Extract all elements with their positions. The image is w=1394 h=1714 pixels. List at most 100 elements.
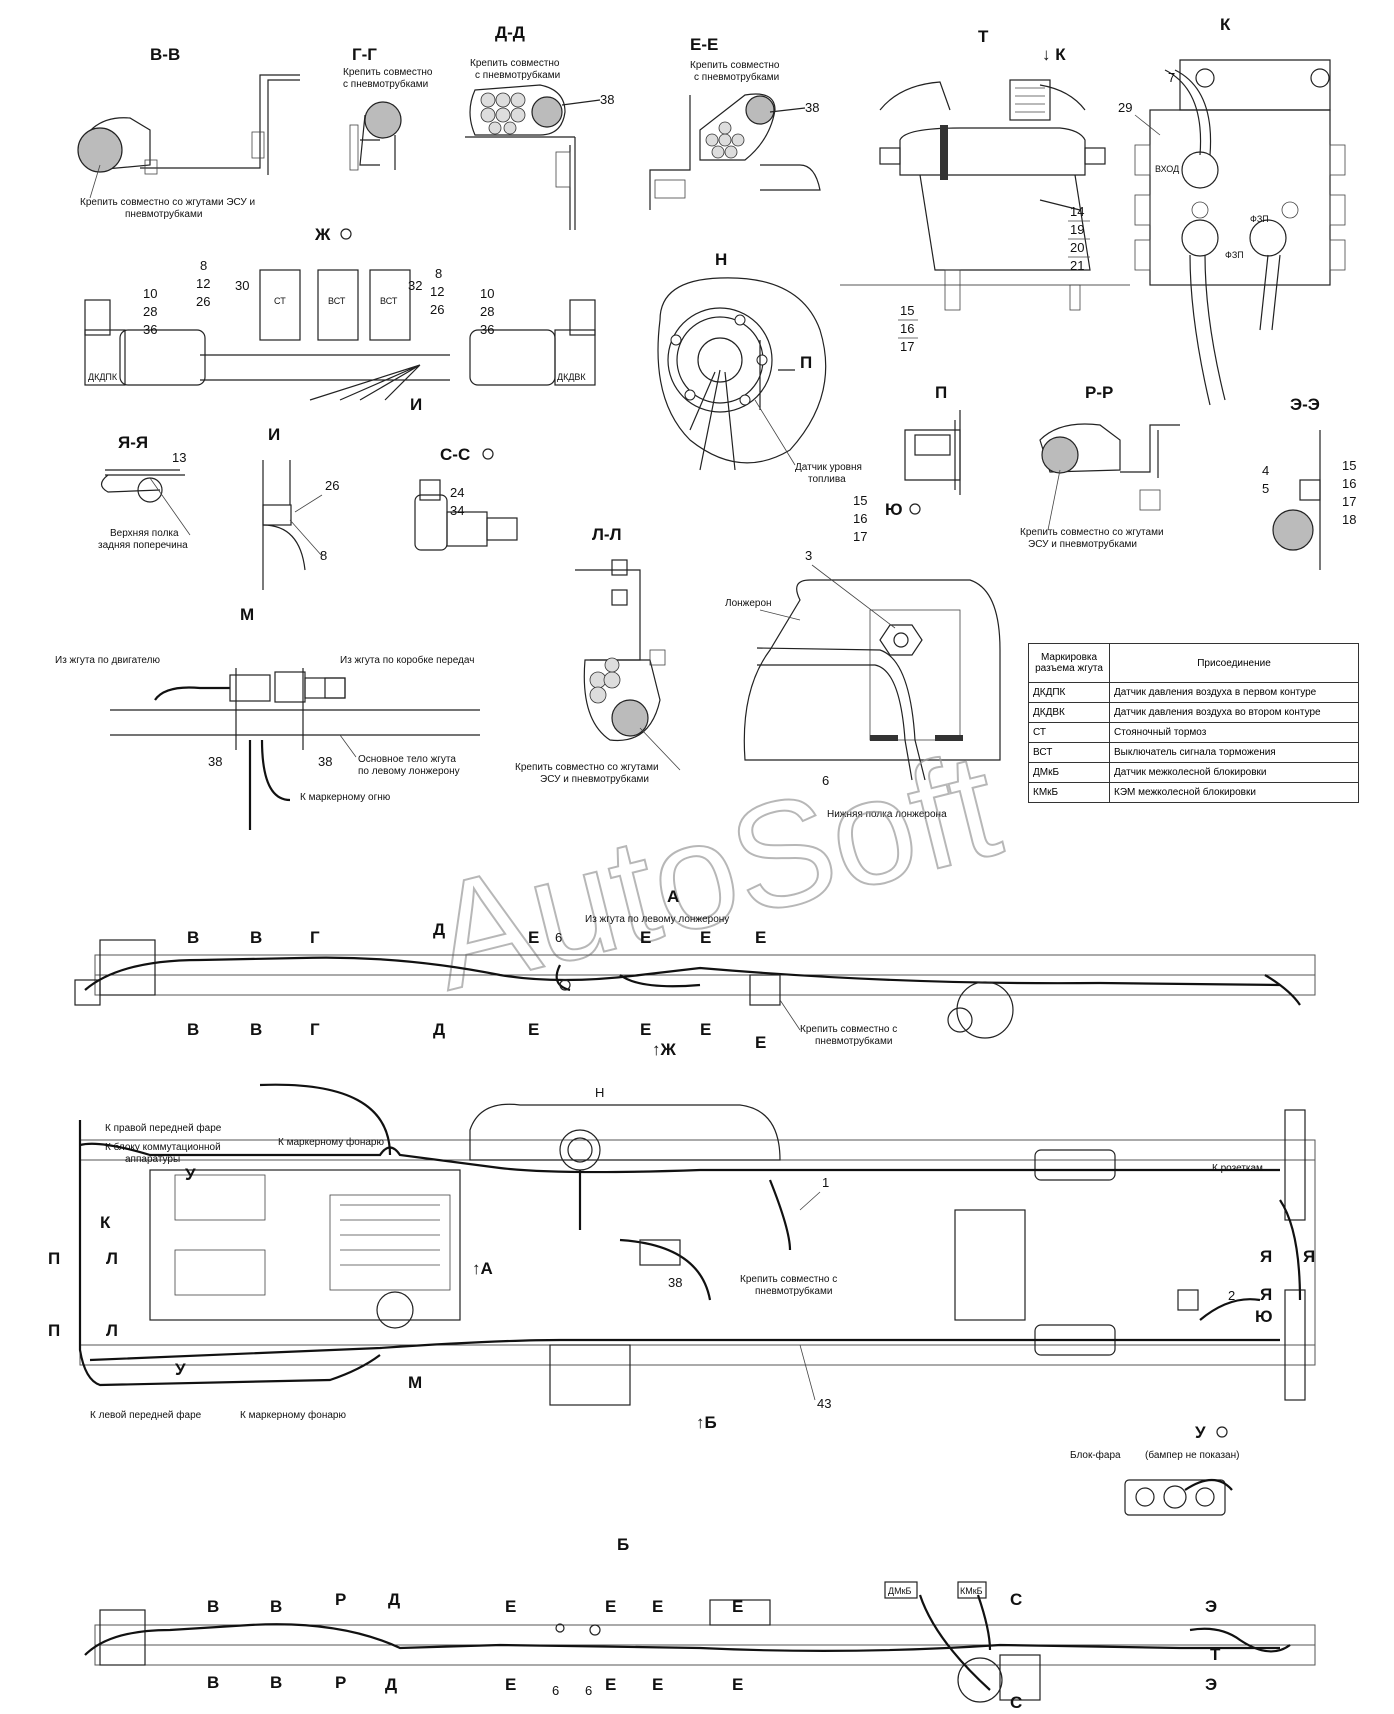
note-to-marker: К маркерному огню — [300, 792, 391, 803]
note-fix-pneumo-side: Крепить совместно с — [800, 1024, 897, 1035]
section-ll: Л-Л Крепить совместно со жгутами ЭСУ и п… — [515, 525, 681, 785]
label-entry: ВХОД — [1155, 164, 1179, 174]
vl-b-v1: В — [207, 1597, 219, 1616]
vl-b-e7: Е — [652, 1675, 663, 1694]
legend-header-connection: Присоединение — [1109, 643, 1359, 683]
vl-d2: Д — [433, 1020, 445, 1039]
callout-36-r: 36 — [480, 322, 494, 337]
callout-17-ee: 17 — [1342, 494, 1356, 509]
vl-e5: Е — [528, 1020, 539, 1039]
vl-b-r1: Р — [335, 1590, 346, 1609]
section-title-ll: Л-Л — [592, 525, 622, 544]
vl-g1: Г — [310, 928, 320, 947]
section-title-zh: Ж — [314, 225, 331, 244]
vl-e1: Е — [528, 928, 539, 947]
vl-b-r2: Р — [335, 1673, 346, 1692]
callout-4: 4 — [1262, 463, 1269, 478]
callout-26-r: 26 — [430, 302, 444, 317]
callout-15-ee: 15 — [1342, 458, 1356, 473]
vl-g2: Г — [310, 1020, 320, 1039]
callout-17-yu: 17 — [853, 529, 867, 544]
section-title-m: М — [240, 605, 254, 624]
section-title-k: К — [1220, 15, 1231, 34]
callout-38-top: 38 — [668, 1275, 682, 1290]
callout-6-side: 6 — [555, 930, 562, 945]
note-block-headlight: Блок-фара — [1070, 1449, 1121, 1461]
note-fix-pneumo-side-2: пневмотрубками — [815, 1035, 892, 1047]
callout-6-yu: 6 — [822, 773, 829, 788]
note-to-marker-lamp-top: К маркерному фонарю — [278, 1136, 384, 1148]
vl-v1: В — [187, 928, 199, 947]
label-fzp-1: ФЗП — [1250, 214, 1269, 224]
section-ss: С-С 24 34 — [414, 445, 518, 551]
section-arrow-k: ↓ К — [1042, 45, 1066, 64]
vl-e4: Е — [755, 928, 766, 947]
vl-e8: Е — [755, 1033, 766, 1052]
tag-vst-1: ВСТ — [328, 296, 346, 306]
note-fix-esu-vv: Крепить совместно со жгутами ЭСУ и — [80, 197, 255, 208]
note-main-body: Основное тело жгута — [358, 754, 456, 765]
vl-p-1: П — [48, 1249, 60, 1268]
section-gg: Г-Г Крепить совместно с пневмотрубками — [343, 45, 433, 171]
side-view-upper: А Из жгута по левому лонжерону Крепить с… — [74, 887, 1316, 1059]
section-yu: Ю 15 16 17 3 Лонжерон 6 Нижняя полка лон… — [725, 493, 1001, 820]
vl-m-top: М — [408, 1373, 422, 1392]
callout-7: 7 — [1168, 70, 1175, 85]
vl-v3: В — [187, 1020, 199, 1039]
note-fix-ee: Крепить совместно — [690, 60, 780, 71]
legend-code: ДКДВК — [1028, 702, 1110, 723]
note-fix-esu-vv-2: пневмотрубками — [125, 208, 202, 220]
vl-b-v4: В — [270, 1673, 282, 1692]
vl-p-2: П — [48, 1321, 60, 1340]
note-fix-ee-2: с пневмотрубками — [694, 71, 779, 83]
vl-v4: В — [250, 1020, 262, 1039]
vl-b-e8: Е — [732, 1675, 743, 1694]
vl-ya-2: Я — [1303, 1247, 1315, 1266]
legend-header-row: Маркировка разъема жгута Присоединение — [1028, 643, 1359, 683]
section-title-t: Т — [978, 27, 989, 46]
section-n: Н П Датчик уровня топлива — [657, 250, 862, 485]
callout-34: 34 — [450, 503, 464, 518]
callout-18-ee: 18 — [1342, 512, 1356, 527]
legend-code: ВСТ — [1028, 742, 1110, 763]
vl-b-top: ↑Б — [696, 1413, 717, 1432]
note-from-left-long: Из жгута по левому лонжерону — [585, 914, 729, 925]
callout-12-r: 12 — [430, 284, 444, 299]
callout-12-l: 12 — [196, 276, 210, 291]
callout-29: 29 — [1118, 100, 1132, 115]
callout-6-b2: 6 — [585, 1683, 592, 1698]
vl-b-v3: В — [207, 1673, 219, 1692]
tag-vst-2: ВСТ — [380, 296, 398, 306]
legend-desc: Выключатель сигнала торможения — [1109, 742, 1359, 763]
vl-b-e1: Е — [505, 1597, 516, 1616]
note-fix-dd: Крепить совместно — [470, 58, 560, 69]
vl-e2: Е — [640, 928, 651, 947]
section-title-vv: В-В — [150, 45, 180, 64]
note-fix-esu-rr-2: ЭСУ и пневмотрубками — [1028, 538, 1137, 550]
vl-v2: В — [250, 928, 262, 947]
side-view-lower: Б ДМкБ КМкБ 6 6 В В Р Д Е Е Е Е С Э Т В … — [84, 1535, 1316, 1712]
vl-b-e3: Е — [652, 1597, 663, 1616]
callout-5: 5 — [1262, 481, 1269, 496]
callout-16-ee: 16 — [1342, 476, 1356, 491]
callout-17: 17 — [900, 339, 914, 354]
legend-code: КМкБ — [1028, 782, 1110, 803]
section-zh: Ж ДКДПК ДКДВК СТ ВСТ ВСТ И 10 28 36 8 12… — [84, 225, 596, 414]
callout-28-l: 28 — [143, 304, 157, 319]
callout-8-i: 8 — [320, 548, 327, 563]
note-to-switch-block-2: аппаратуры — [125, 1154, 180, 1165]
vl-b-ee1: Э — [1205, 1597, 1217, 1616]
callout-21: 21 — [1070, 258, 1084, 273]
callout-16: 16 — [900, 321, 914, 336]
legend-code: СТ — [1028, 722, 1110, 743]
tag-dmkb: ДМкБ — [888, 1586, 912, 1596]
legend-desc: Датчик давления воздуха в первом контуре — [1109, 682, 1359, 703]
callout-10-r: 10 — [480, 286, 494, 301]
section-u: У Блок-фара (бампер не показан) — [1070, 1423, 1239, 1516]
vl-b-e6: Е — [605, 1675, 616, 1694]
note-fix-gg: Крепить совместно — [343, 67, 433, 78]
